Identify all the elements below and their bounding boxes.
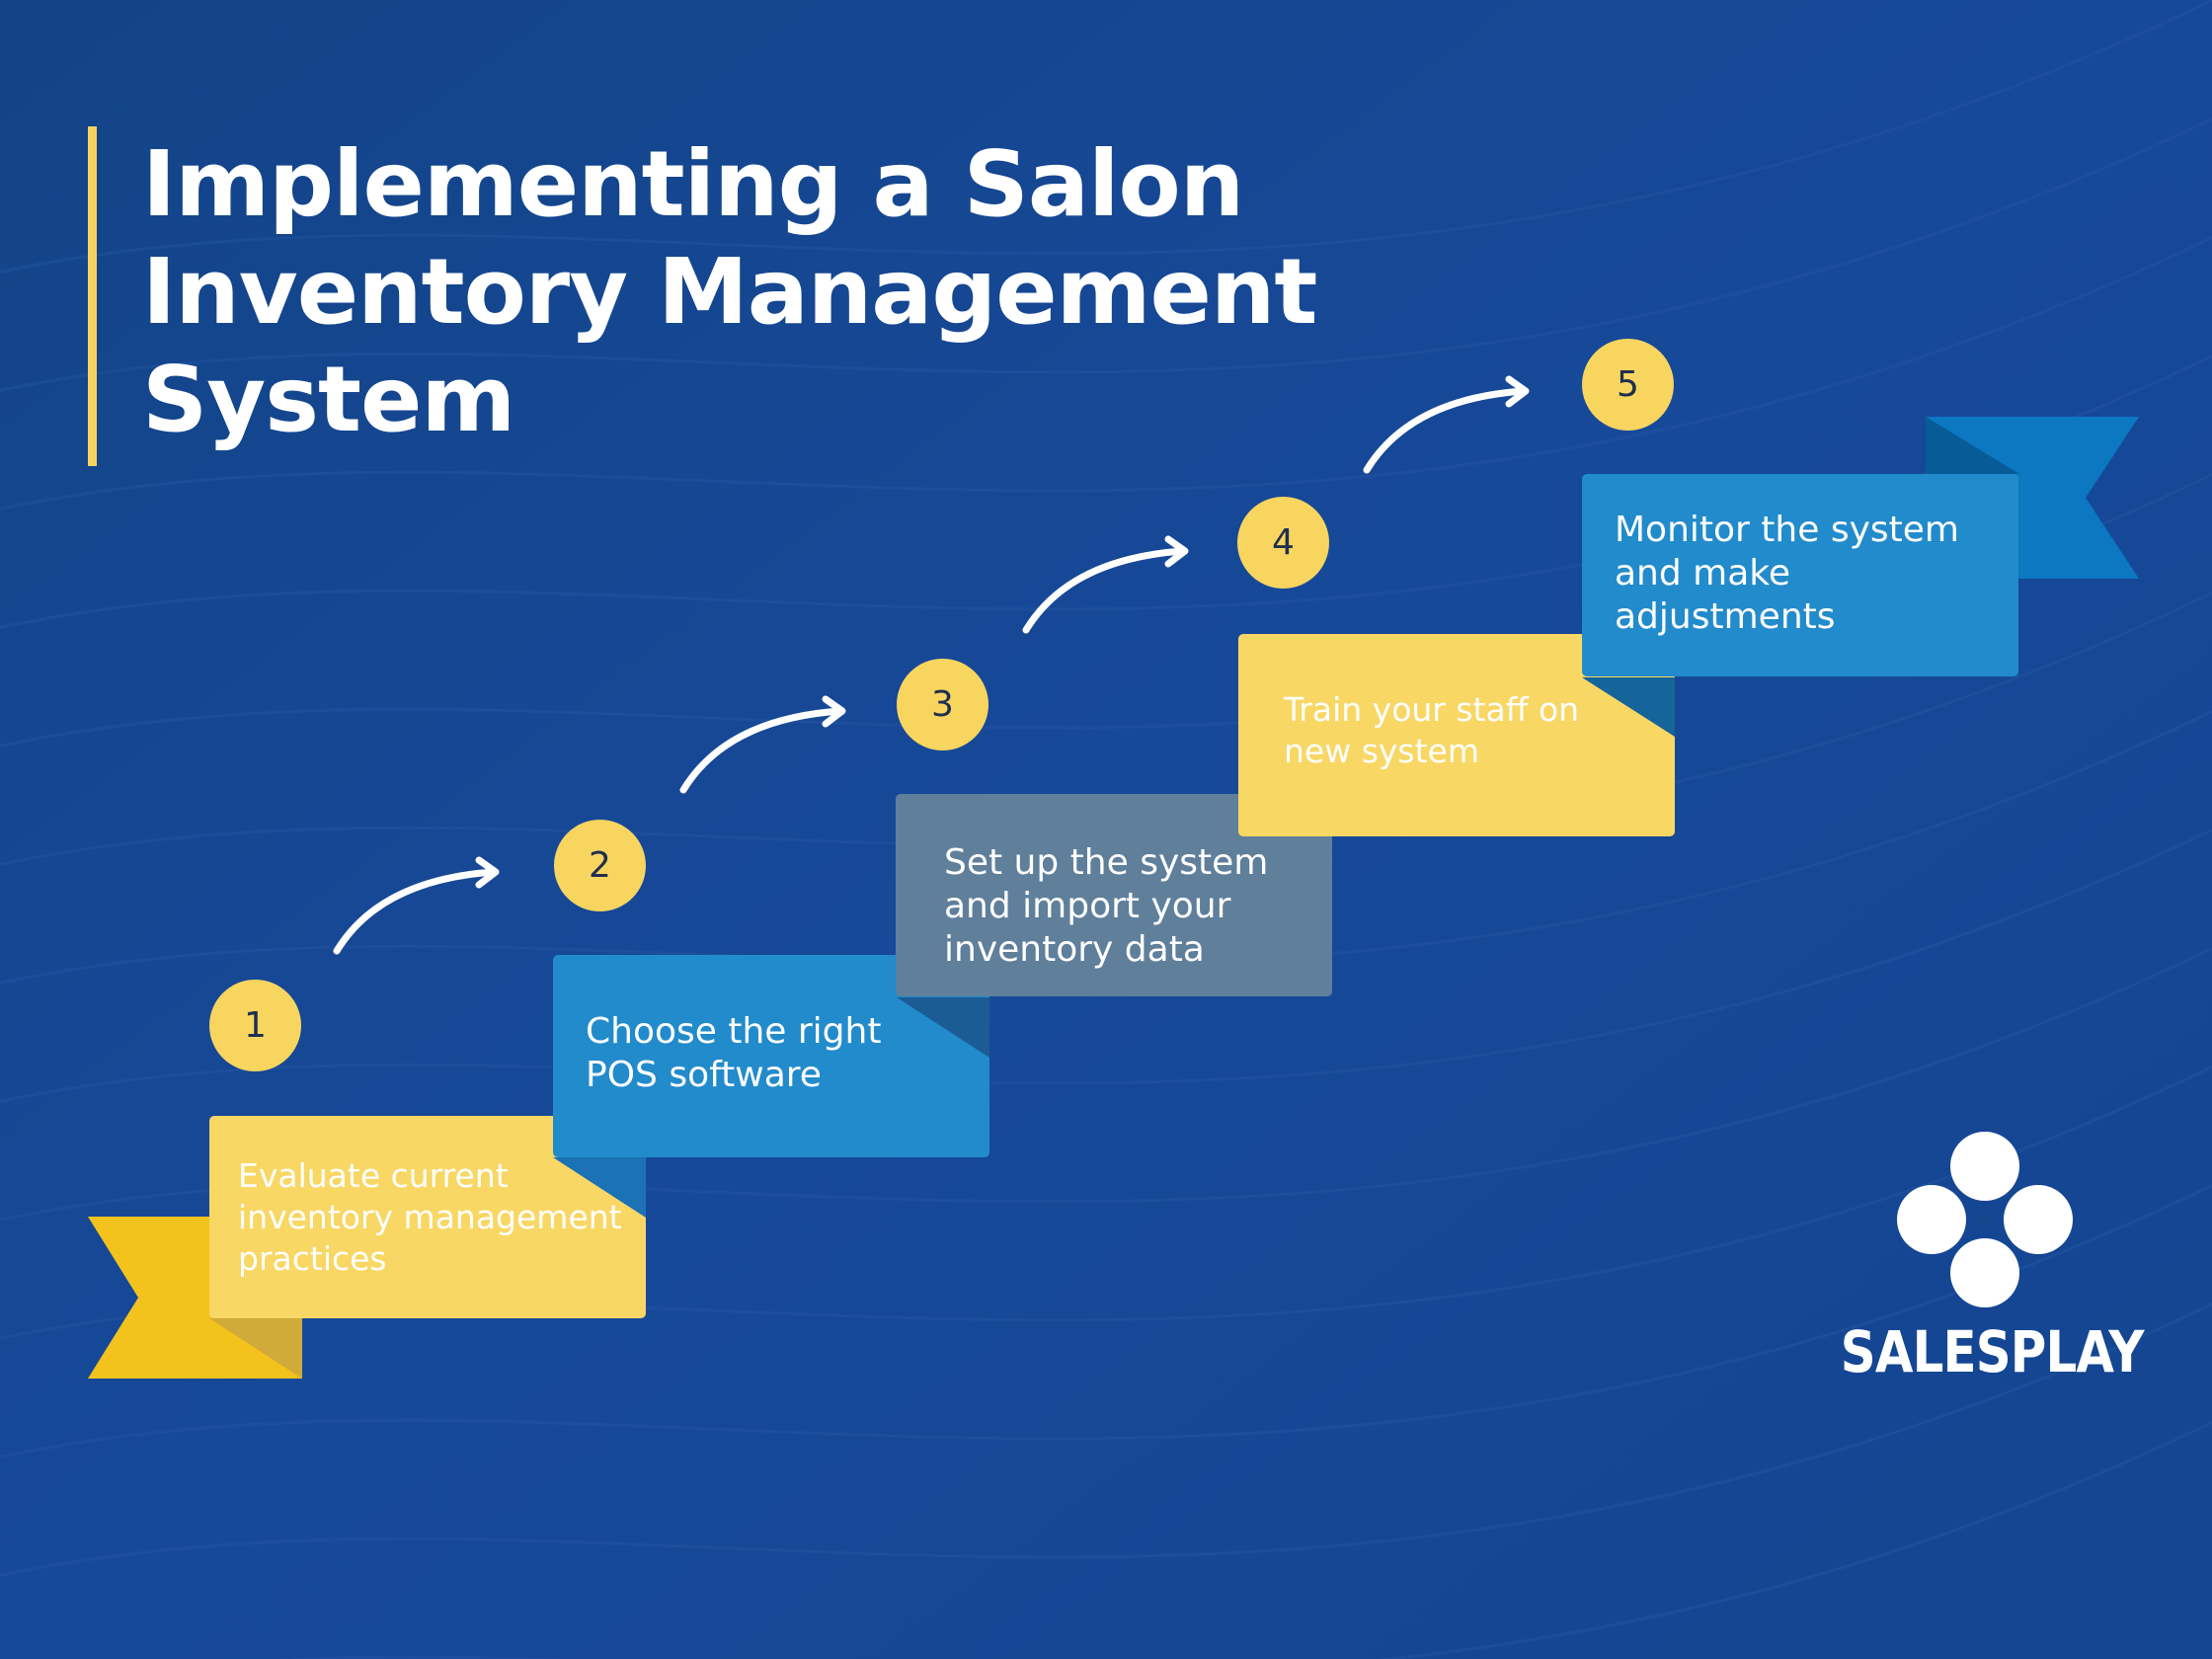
title-line: Inventory Management	[142, 239, 1317, 345]
ribbon-right-fold	[1926, 417, 2019, 474]
step-text-line: practices	[238, 1239, 387, 1278]
brand-name: SALESPLAY	[1840, 1318, 2145, 1385]
step-3-number: 3	[897, 659, 988, 750]
title-line: Implementing a Salon	[142, 131, 1244, 237]
brand-logo: SALESPLAY	[1817, 1131, 2153, 1387]
step-text-line: Evaluate current	[238, 1156, 509, 1195]
step-1-number: 1	[209, 980, 301, 1071]
step-2-number: 2	[554, 820, 646, 911]
arrow-icon	[1505, 375, 1530, 408]
step-text-line: and import your	[944, 886, 1231, 926]
step-3-card: Set up the system and import your invent…	[896, 794, 1332, 996]
step-5-number: 5	[1582, 339, 1674, 431]
step-text-line: inventory management	[238, 1198, 622, 1236]
clover-logo-icon	[1897, 1132, 2073, 1307]
step-text-line: Choose the right	[586, 1011, 882, 1052]
arrow-icon	[1164, 535, 1189, 568]
arrow-icon	[333, 868, 498, 955]
step-4-number: 4	[1237, 497, 1329, 589]
arrow-icon	[679, 707, 844, 794]
ribbon-left-fold	[209, 1318, 302, 1379]
title-line: System	[142, 347, 515, 452]
step-5-text: Monitor the system and make adjustments	[1615, 509, 1959, 639]
arrow-icon	[1022, 547, 1187, 634]
step-text-line: POS software	[586, 1055, 822, 1095]
page-title: Implementing a Salon Inventory Managemen…	[142, 130, 1426, 453]
step-2-text: Choose the right POS software	[586, 1010, 881, 1097]
step-3-text: Set up the system and import your invent…	[944, 841, 1268, 972]
step-5-card: Monitor the system and make adjustments	[1582, 474, 2018, 676]
step-4-text: Train your staff on new system	[1284, 689, 1579, 772]
step-text-line: and make	[1615, 553, 1791, 593]
step-1-text: Evaluate current inventory management pr…	[238, 1155, 622, 1280]
arrow-icon	[475, 856, 500, 889]
step-text-line: new system	[1284, 732, 1479, 770]
step-text-line: adjustments	[1615, 596, 1836, 637]
step-text-line: Monitor the system	[1615, 510, 1959, 550]
step-text-line: inventory data	[944, 929, 1205, 970]
title-accent-bar	[88, 126, 97, 466]
arrow-icon	[1363, 387, 1528, 474]
arrow-icon	[822, 695, 846, 728]
step-text-line: Set up the system	[944, 842, 1269, 883]
step-text-line: Train your staff on	[1284, 690, 1580, 729]
